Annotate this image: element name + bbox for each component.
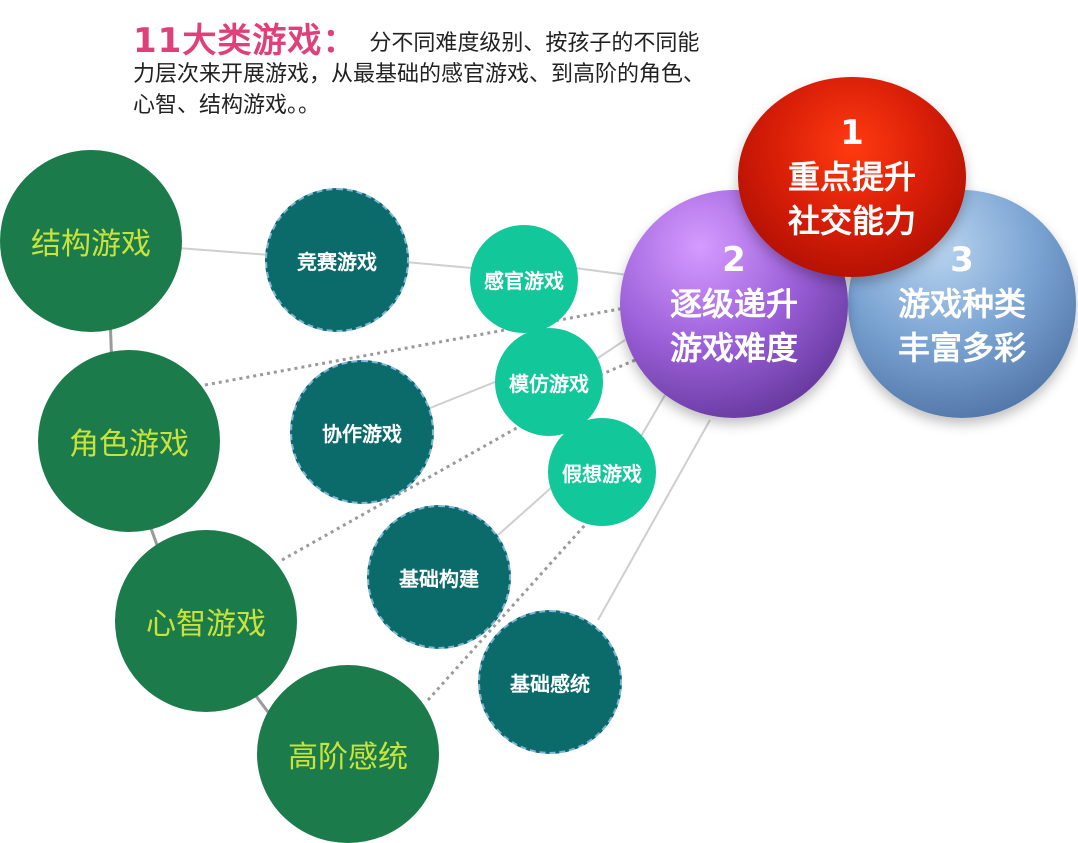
- intro-description: 分不同难度级别、按孩子的不同能力层次来开展游戏，从最基础的感官游戏、到高阶的角色…: [133, 31, 706, 118]
- category-structure-game: 结构游戏: [0, 150, 182, 332]
- category-mind-game: 心智游戏: [115, 530, 297, 712]
- game-sensory: 感官游戏: [470, 225, 578, 333]
- game-competition: 竞赛游戏: [265, 188, 409, 332]
- intro-text: 11大类游戏：分不同难度级别、按孩子的不同能力层次来开展游戏，从最基础的感官游戏…: [133, 24, 713, 121]
- game-pretend: 假想游戏: [548, 418, 656, 526]
- game-basic-sensory: 基础感统: [478, 610, 622, 754]
- game-imitation: 模仿游戏: [495, 328, 603, 436]
- category-advanced-sensory: 高阶感统: [257, 665, 439, 843]
- goal-1-social: 1 重点提升 社交能力: [738, 77, 966, 277]
- category-role-game: 角色游戏: [38, 350, 220, 532]
- game-cooperation: 协作游戏: [290, 360, 434, 504]
- intro-headline: 11大类游戏：: [133, 21, 358, 61]
- game-basic-construction: 基础构建: [367, 505, 511, 649]
